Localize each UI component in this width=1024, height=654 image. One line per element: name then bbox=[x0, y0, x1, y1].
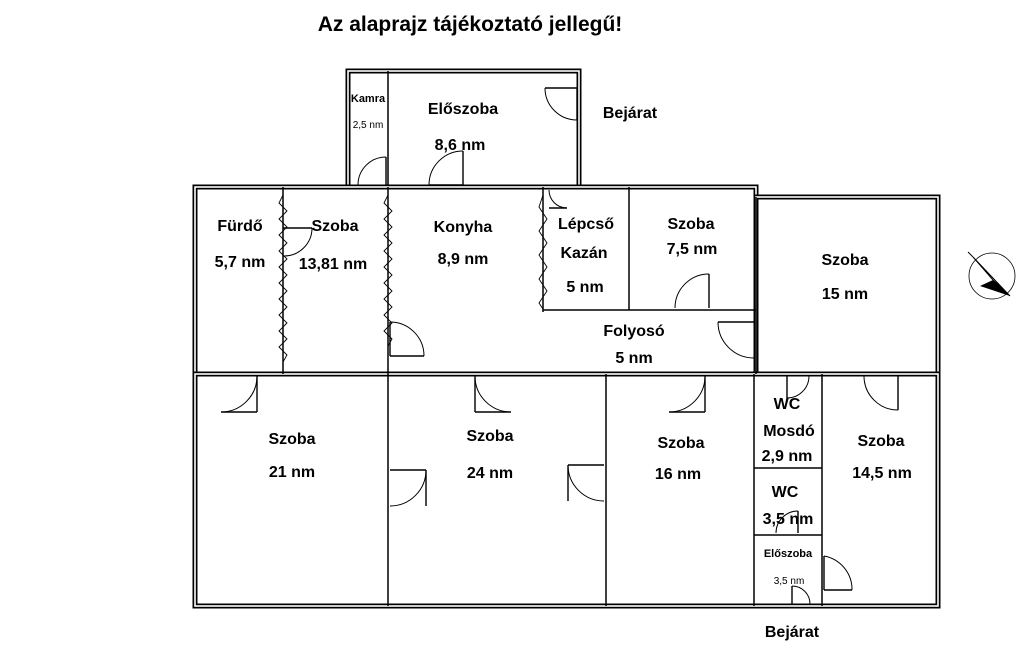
room-folyoso-area: 5 nm bbox=[615, 350, 652, 367]
room-wc-mosdo-name: WC bbox=[774, 396, 801, 413]
room-szoba-21-area: 21 nm bbox=[269, 464, 315, 481]
room-konyha-name: Konyha bbox=[434, 219, 493, 236]
room-wc-mosdo-area: 2,9 nm bbox=[762, 448, 813, 465]
room-wc-mosdo-name2: Mosdó bbox=[763, 423, 815, 440]
room-furdo-name: Fürdő bbox=[217, 218, 263, 235]
room-szoba-24-area: 24 nm bbox=[467, 465, 513, 482]
room-folyoso-name: Folyosó bbox=[603, 323, 665, 340]
room-szoba-75-name: Szoba bbox=[667, 216, 714, 233]
room-wc-area: 3,5 nm bbox=[763, 511, 814, 528]
room-eloszoba-small-name: Előszoba bbox=[764, 548, 813, 560]
entrance-label-bottom: Bejárat bbox=[765, 624, 820, 641]
room-szoba-21-name: Szoba bbox=[268, 431, 315, 448]
room-lepcso-name: Lépcső bbox=[558, 216, 614, 233]
room-szoba-16-area: 16 nm bbox=[655, 466, 701, 483]
room-szoba-16-name: Szoba bbox=[657, 435, 704, 452]
doors bbox=[220, 87, 899, 605]
room-szoba-small-area: 13,81 nm bbox=[299, 256, 367, 273]
room-kamra-name: Kamra bbox=[351, 93, 386, 105]
room-szoba-145-name: Szoba bbox=[857, 433, 904, 450]
walls bbox=[192, 68, 941, 609]
room-furdo-area: 5,7 nm bbox=[215, 254, 266, 271]
room-lepcso-name2: Kazán bbox=[560, 245, 607, 262]
room-lepcso-area: 5 nm bbox=[566, 279, 603, 296]
room-konyha-area: 8,9 nm bbox=[438, 251, 489, 268]
entrance-label-top: Bejárat bbox=[603, 105, 658, 122]
room-szoba-24-name: Szoba bbox=[466, 428, 513, 445]
room-szoba-15-area: 15 nm bbox=[822, 286, 868, 303]
room-eloszoba-top-name: Előszoba bbox=[428, 101, 498, 118]
room-wc-name: WC bbox=[772, 484, 799, 501]
room-kamra-area: 2,5 nm bbox=[353, 120, 384, 131]
room-eloszoba-top-area: 8,6 nm bbox=[435, 137, 486, 154]
north-arrow-icon bbox=[967, 251, 1016, 300]
plan-title: Az alaprajz tájékoztató jellegű! bbox=[318, 13, 623, 36]
room-szoba-15-name: Szoba bbox=[821, 252, 868, 269]
room-szoba-small-name: Szoba bbox=[311, 218, 358, 235]
room-szoba-75-area: 7,5 nm bbox=[667, 241, 718, 258]
room-szoba-145-area: 14,5 nm bbox=[852, 465, 912, 482]
room-eloszoba-small-area: 3,5 nm bbox=[774, 576, 805, 587]
